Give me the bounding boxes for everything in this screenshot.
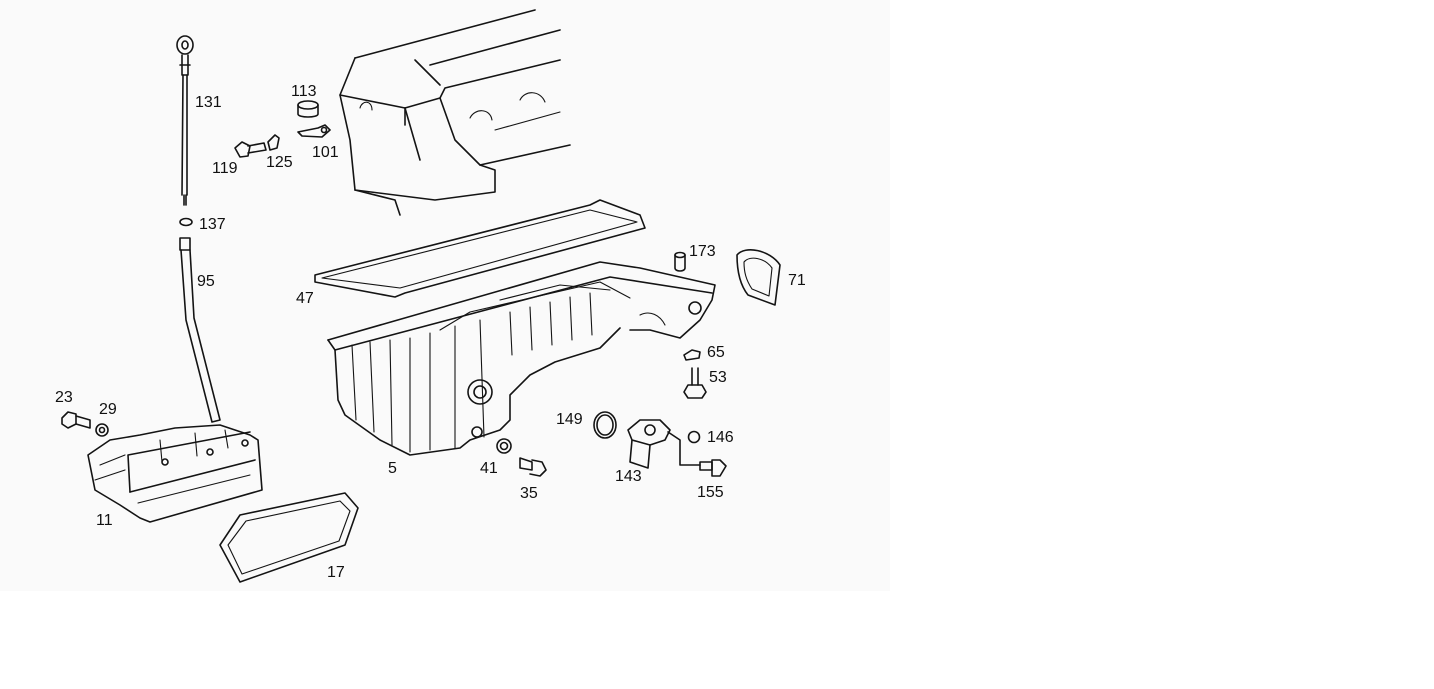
washer-125	[267, 134, 280, 151]
dipstick	[176, 35, 194, 206]
bolt-53	[683, 367, 707, 399]
label-101: 101	[312, 144, 339, 161]
label-47: 47	[296, 290, 314, 307]
lower-oil-pan	[87, 424, 263, 523]
label-53: 53	[709, 369, 727, 386]
bracket	[297, 124, 331, 138]
label-131: 131	[195, 94, 222, 111]
label-95: 95	[197, 273, 215, 290]
label-125: 125	[266, 154, 293, 171]
label-17: 17	[327, 564, 345, 581]
label-11: 11	[96, 512, 113, 529]
bolt-23	[61, 411, 91, 429]
oil-pan-gasket	[314, 199, 646, 298]
label-5: 5	[388, 460, 397, 477]
label-155: 155	[697, 484, 724, 501]
o-ring-149	[593, 411, 617, 439]
label-173: 173	[689, 243, 716, 260]
clip	[683, 349, 701, 361]
label-65: 65	[707, 344, 725, 361]
guide-tube	[179, 237, 221, 423]
label-29: 29	[99, 401, 117, 418]
lower-pan-gasket	[219, 492, 359, 583]
drain-plug	[519, 457, 547, 477]
label-149: 149	[556, 411, 583, 428]
bolt-155	[699, 459, 727, 477]
label-143: 143	[615, 468, 642, 485]
rubber-mount	[297, 100, 319, 118]
label-71: 71	[788, 272, 806, 289]
diagram-canvas: 131 113 119 125 101 137 95 173 71 47 65 …	[55, 9, 806, 583]
label-113: 113	[291, 83, 317, 100]
o-ring	[179, 217, 193, 227]
seal-ring-41	[496, 438, 512, 454]
washer-29	[95, 423, 109, 437]
oil-pan	[327, 261, 716, 456]
label-41: 41	[480, 460, 498, 477]
seal	[736, 249, 781, 306]
label-23: 23	[55, 389, 73, 406]
bolt-119	[234, 141, 267, 158]
oil-level-sensor	[627, 419, 701, 469]
washer-146	[687, 430, 701, 444]
label-137: 137	[199, 216, 226, 233]
exploded-parts-diagram: 131 113 119 125 101 137 95 173 71 47 65 …	[55, 9, 806, 583]
engine-block	[339, 9, 571, 216]
label-146: 146	[707, 429, 734, 446]
sleeve	[674, 251, 686, 272]
label-119: 119	[212, 160, 238, 177]
label-35: 35	[520, 485, 538, 502]
